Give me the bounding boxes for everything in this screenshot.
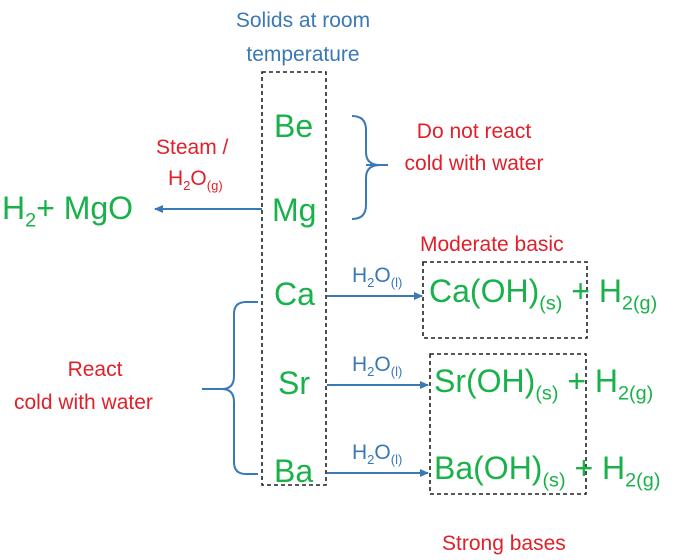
no-react-label-line2: cold with water <box>404 152 544 175</box>
no-react-brace <box>351 115 381 220</box>
solids-label-line1: Solids at room <box>235 9 371 32</box>
element-ba: Ba <box>274 453 314 489</box>
moderate-basic-label: Moderate basic <box>420 233 564 256</box>
element-ca: Ca <box>274 276 315 312</box>
ca-water-label: H2O(l) <box>352 264 403 290</box>
solids-label-line2: temperature <box>246 43 360 66</box>
steam-formula: H2O(g) <box>168 167 223 193</box>
strong-bases-label: Strong bases <box>442 532 566 555</box>
steam-label: Steam / <box>156 136 229 159</box>
react-brace <box>221 301 258 475</box>
react-label-line2: cold with water <box>14 391 153 414</box>
ba-product: Ba(OH)(s) + H2(g) <box>434 450 661 492</box>
ba-water-label: H2O(l) <box>352 441 403 467</box>
sr-product: Sr(OH)(s) + H2(g) <box>434 363 654 405</box>
moderate-base-box <box>422 261 588 339</box>
no-react-label-line1: Do not react <box>416 120 532 143</box>
mg-product: H2+ MgO <box>2 190 134 232</box>
react-label-line1: React <box>67 358 123 381</box>
element-sr: Sr <box>278 365 310 401</box>
ca-product: Ca(OH)(s) + H2(g) <box>429 273 658 315</box>
strong-bases-box <box>429 353 587 495</box>
element-be: Be <box>274 108 314 144</box>
sr-water-label: H2O(l) <box>352 353 403 379</box>
element-mg: Mg <box>272 192 317 228</box>
elements-column-box <box>261 71 327 486</box>
